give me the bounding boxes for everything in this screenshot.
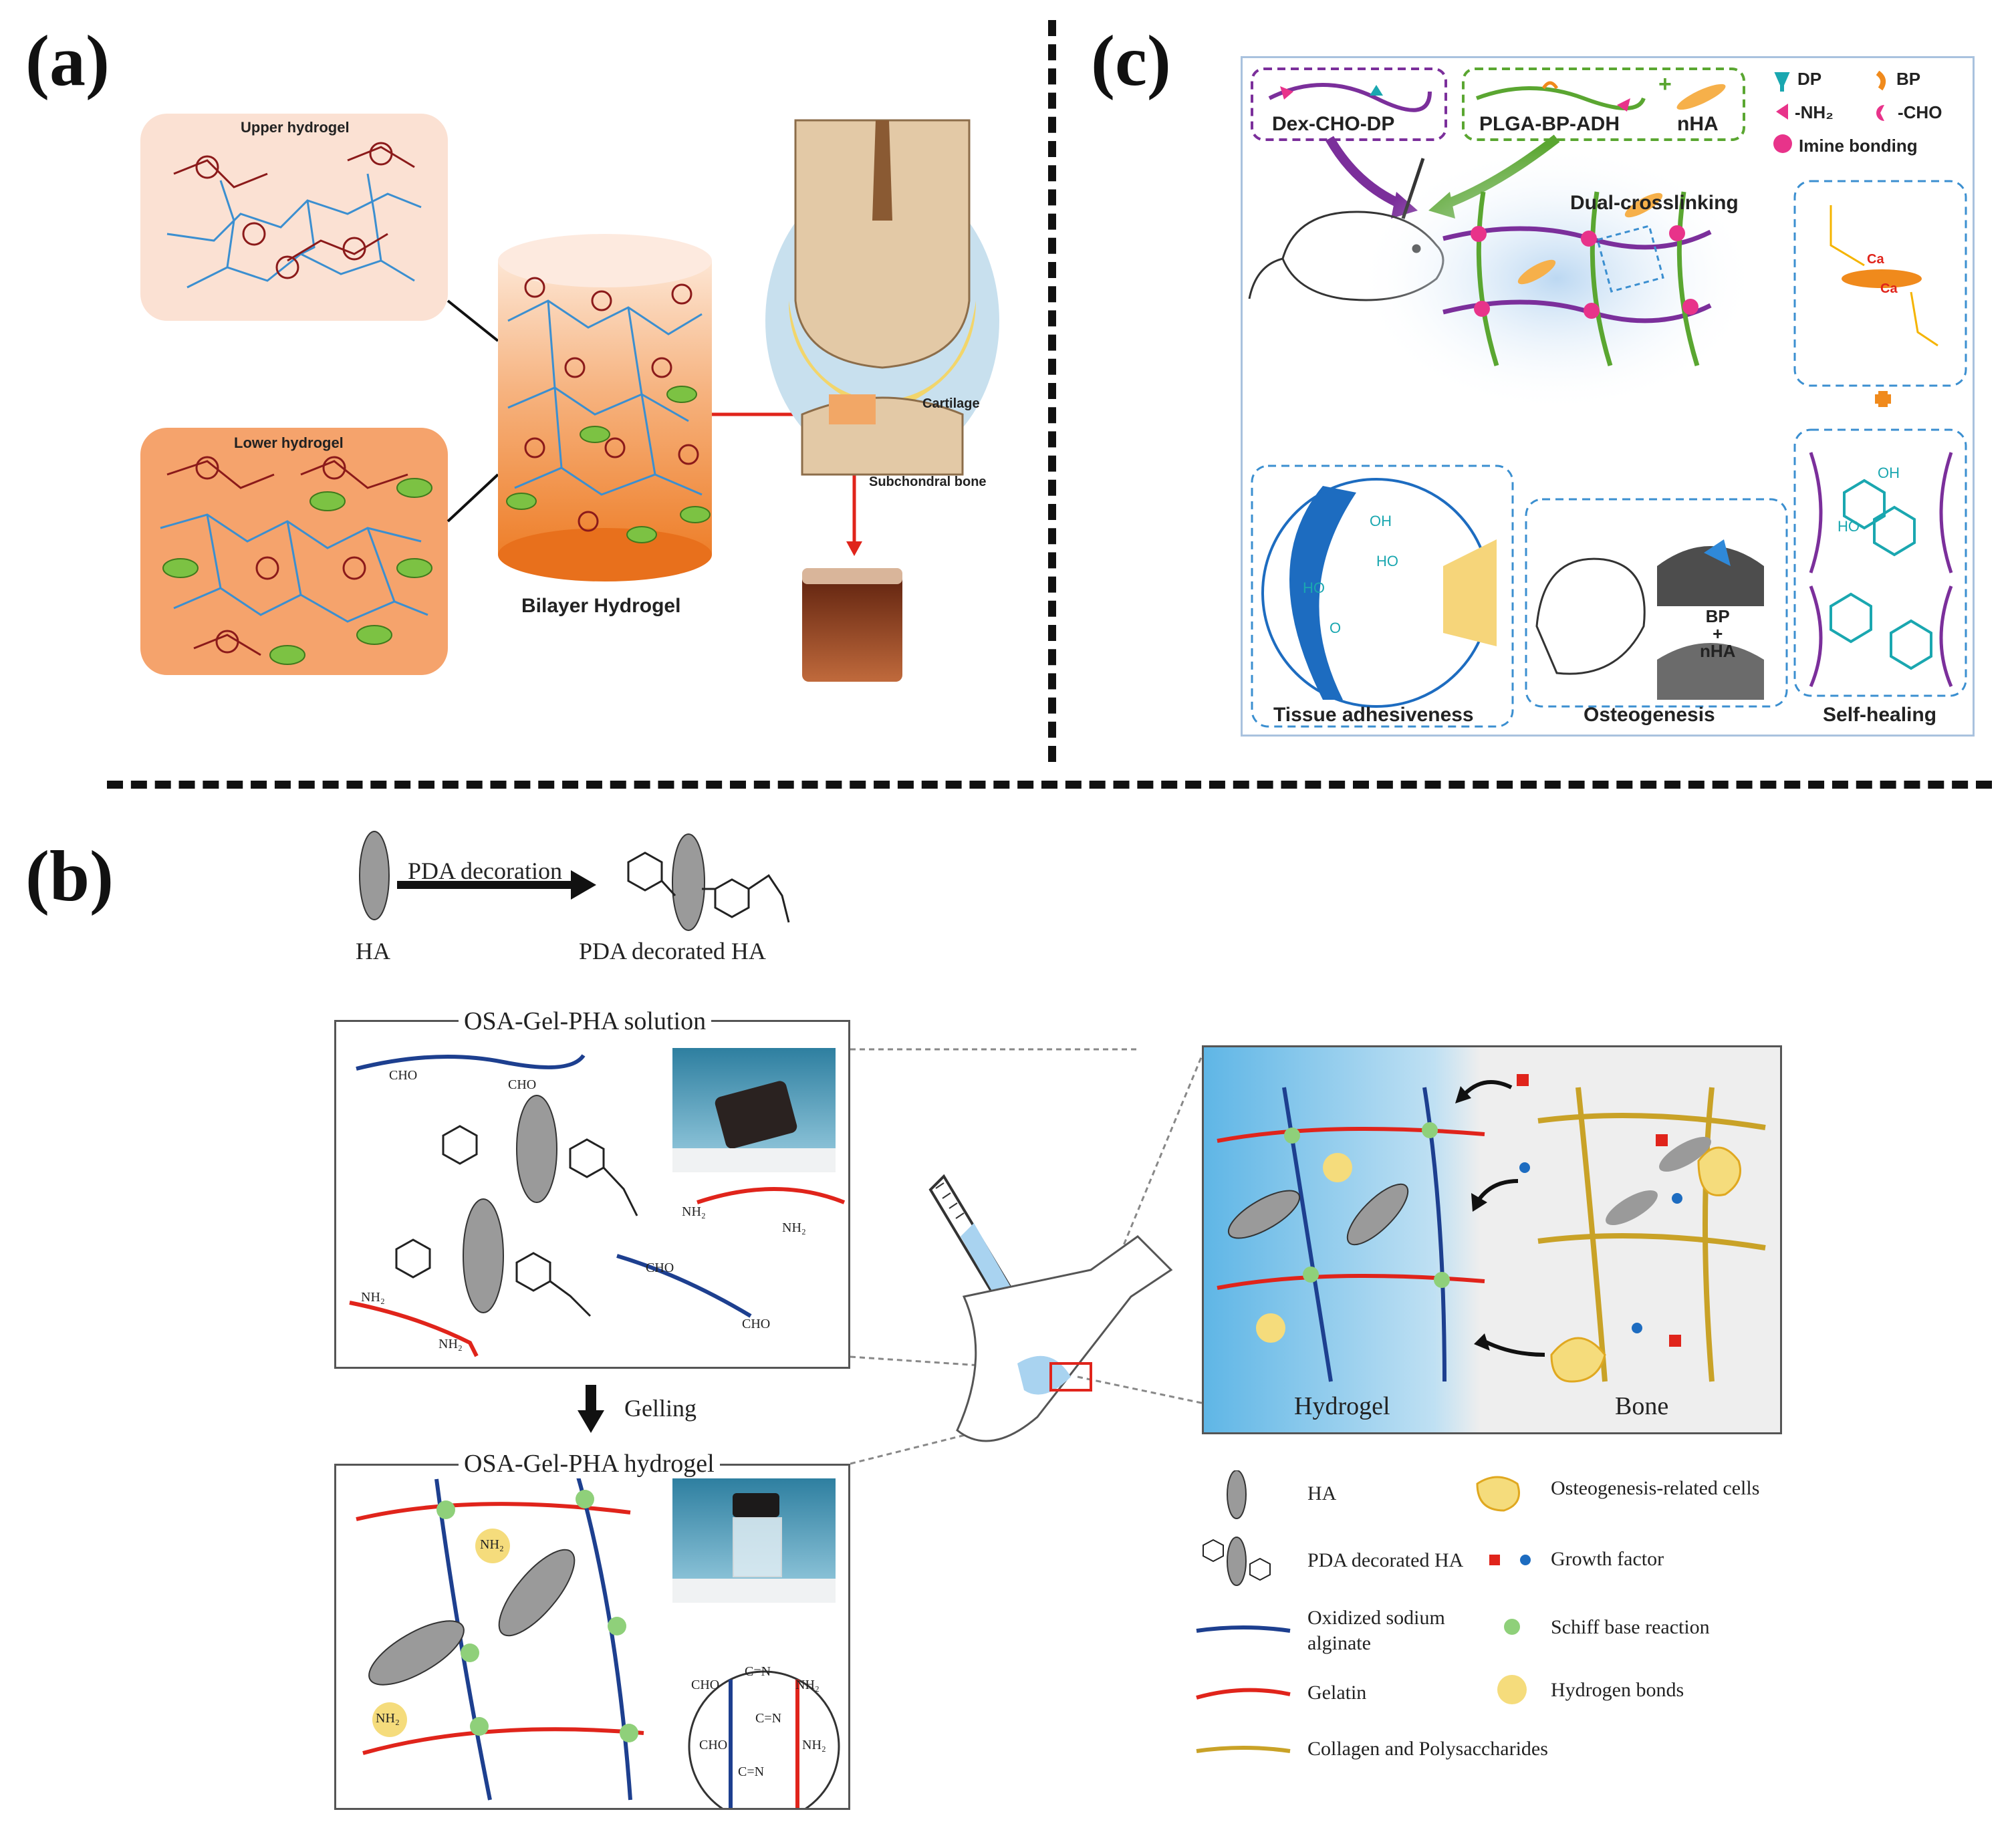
legend-gelatin: Gelatin xyxy=(1307,1682,1367,1704)
osteogenesis-label: Osteogenesis xyxy=(1584,704,1715,726)
nh2-hydrogel-1: NH₂ xyxy=(480,1537,504,1552)
bone-region-label: Bone xyxy=(1615,1392,1669,1420)
svg-text:HO: HO xyxy=(1376,553,1398,569)
legend-osa: Oxidized sodium alginate xyxy=(1307,1607,1445,1654)
upper-hydrogel-box xyxy=(140,114,448,321)
pda-decorated-ha-label: PDA decorated HA xyxy=(579,938,766,964)
hydrogel-vial-photo xyxy=(672,1478,836,1603)
panel-c-label: (c) xyxy=(1091,21,1171,101)
legend-hydrogen-bonds: Hydrogen bonds xyxy=(1551,1679,1684,1701)
dual-crosslinking-label: Dual-crosslinking xyxy=(1570,192,1739,214)
hydrogel-region-label: Hydrogel xyxy=(1294,1392,1390,1420)
nh2-label-3: NH₂ xyxy=(361,1290,385,1305)
hydrogel-bone-zoom-box xyxy=(1202,1045,1782,1434)
panel-a-label: (a) xyxy=(25,21,110,101)
cartilage-label: Cartilage xyxy=(922,396,980,411)
cho-label-2: CHO xyxy=(508,1077,537,1092)
nh2-hydrogel-2: NH₂ xyxy=(376,1711,400,1726)
plga-bp-adh-label: PLGA-BP-ADH xyxy=(1479,113,1620,135)
legend-cho: -CHO xyxy=(1898,102,1942,122)
ho-label: HO xyxy=(1838,518,1860,535)
dex-cho-dp-label: Dex-CHO-DP xyxy=(1272,113,1395,135)
legend-pda-ha: PDA decorated HA xyxy=(1307,1549,1464,1571)
knee-joint-illustration xyxy=(765,119,999,476)
legend-dp: DP xyxy=(1797,69,1822,89)
legend-ha: HA xyxy=(1307,1482,1337,1504)
cho-label-4: CHO xyxy=(742,1317,771,1331)
panel-b-legend xyxy=(1190,1470,1791,1778)
ca-label-top: Ca xyxy=(1867,252,1884,267)
solution-title: OSA-Gel-PHA solution xyxy=(459,1007,712,1036)
syringe-bone-illustration xyxy=(850,1043,1206,1551)
panel-c: OH HO HO O Dex-CHO-DP PLGA-BP-ADH + nHA DP… xyxy=(1241,56,1975,737)
tissue-adhesiveness-label: Tissue adhesiveness xyxy=(1273,704,1474,726)
legend-schiff-base: Schiff base reaction xyxy=(1551,1616,1710,1638)
lower-hydrogel-label: Lower hydrogel xyxy=(234,434,344,451)
subchondral-bone-label: Subchondral bone xyxy=(869,475,987,489)
gelling-arrow xyxy=(578,1385,604,1433)
nh2-label-1: NH₂ xyxy=(682,1204,706,1219)
cho-zoom-1: CHO xyxy=(691,1678,720,1692)
bilayer-hydrogel-label: Bilayer Hydrogel xyxy=(521,595,681,617)
gelling-label: Gelling xyxy=(624,1395,697,1422)
nh2-zoom-2: NH₂ xyxy=(802,1738,826,1752)
upper-hydrogel-label: Upper hydrogel xyxy=(241,119,350,136)
plus-sign: + xyxy=(1658,72,1672,97)
pda-decoration-label: PDA decoration xyxy=(408,858,562,884)
bp-nha-label: BP + nHA xyxy=(1700,606,1736,661)
panel-a-graphic xyxy=(140,114,999,682)
osa-gel-pha-hydrogel-box xyxy=(334,1464,850,1823)
self-healing-label: Self-healing xyxy=(1823,704,1937,726)
hydrogel-vial-photo xyxy=(802,568,902,682)
panel-a: Upper hydrogel Lower hydrogel Bilayer Hy… xyxy=(134,100,1016,688)
bilayer-cylinder xyxy=(498,261,712,555)
legend-bp: BP xyxy=(1896,69,1921,89)
cho-label-3: CHO xyxy=(646,1261,674,1275)
cn-zoom-2: C=N xyxy=(755,1711,782,1726)
legend-nh2: -NH₂ xyxy=(1795,102,1834,122)
cho-label-1: CHO xyxy=(389,1068,418,1083)
svg-text:OH: OH xyxy=(1370,513,1392,529)
horizontal-divider xyxy=(107,781,1992,789)
oh-label: OH xyxy=(1878,465,1900,481)
nh2-label-2: NH₂ xyxy=(782,1220,806,1235)
legend-collagen: Collagen and Polysaccharides xyxy=(1307,1738,1548,1760)
ca-label-bottom: Ca xyxy=(1880,281,1898,296)
svg-text:HO: HO xyxy=(1303,579,1325,596)
legend-imine-bonding: Imine bonding xyxy=(1799,136,1918,156)
svg-text:O: O xyxy=(1330,620,1341,636)
solution-vial-photo xyxy=(672,1048,836,1172)
legend-growth-factor: Growth factor xyxy=(1551,1548,1664,1570)
ha-label: HA xyxy=(356,938,390,964)
panel-c-graphic: OH HO HO O xyxy=(1248,68,1967,728)
cho-zoom-2: CHO xyxy=(699,1738,728,1752)
nha-label: nHA xyxy=(1677,113,1719,135)
cn-zoom-1: C=N xyxy=(745,1664,771,1679)
vertical-divider xyxy=(1048,20,1056,762)
panel-b-label: (b) xyxy=(25,837,114,916)
nh2-label-4: NH₂ xyxy=(438,1337,463,1351)
cn-zoom-3: C=N xyxy=(738,1764,765,1779)
hydrogel-title: OSA-Gel-PHA hydrogel xyxy=(459,1449,720,1478)
legend-cells: Osteogenesis-related cells xyxy=(1551,1477,1760,1499)
pda-decoration-scheme xyxy=(348,822,829,976)
nh2-zoom-1: NH₂ xyxy=(795,1678,820,1692)
lower-hydrogel-box xyxy=(140,428,448,675)
